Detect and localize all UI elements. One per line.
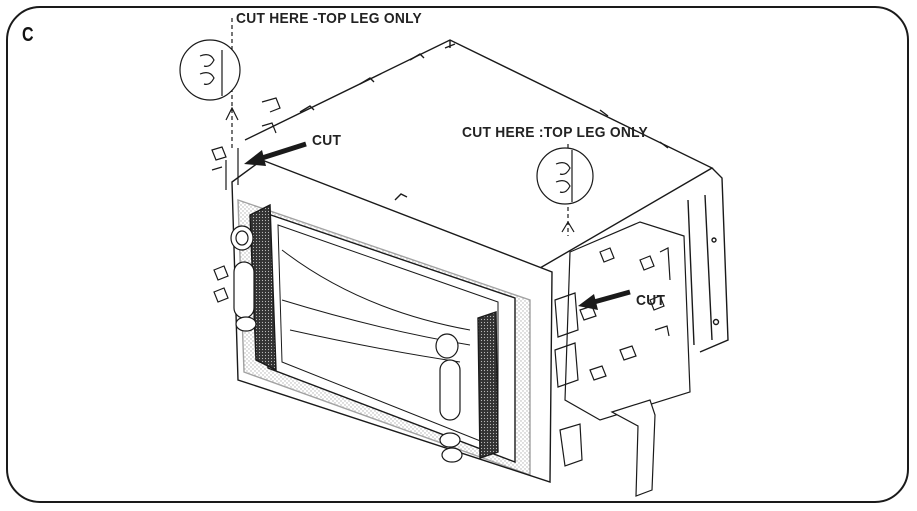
left-bracket xyxy=(211,97,281,303)
cut-line-right xyxy=(536,144,594,236)
right-bracket xyxy=(554,221,691,497)
panel-letter: C xyxy=(22,24,34,46)
cut-line-left xyxy=(179,18,241,150)
cut-here-right-label: CUT HERE :TOP LEG ONLY xyxy=(462,124,649,141)
cut-left-label: CUT xyxy=(312,132,342,149)
panel-frame xyxy=(6,6,909,503)
cut-arrow-right xyxy=(578,289,631,310)
cut-arrow-left xyxy=(244,141,307,166)
cut-right-label: CUT xyxy=(636,292,666,309)
cut-here-left-label: CUT HERE -TOP LEG ONLY xyxy=(236,10,423,27)
control-knobs xyxy=(230,225,463,463)
